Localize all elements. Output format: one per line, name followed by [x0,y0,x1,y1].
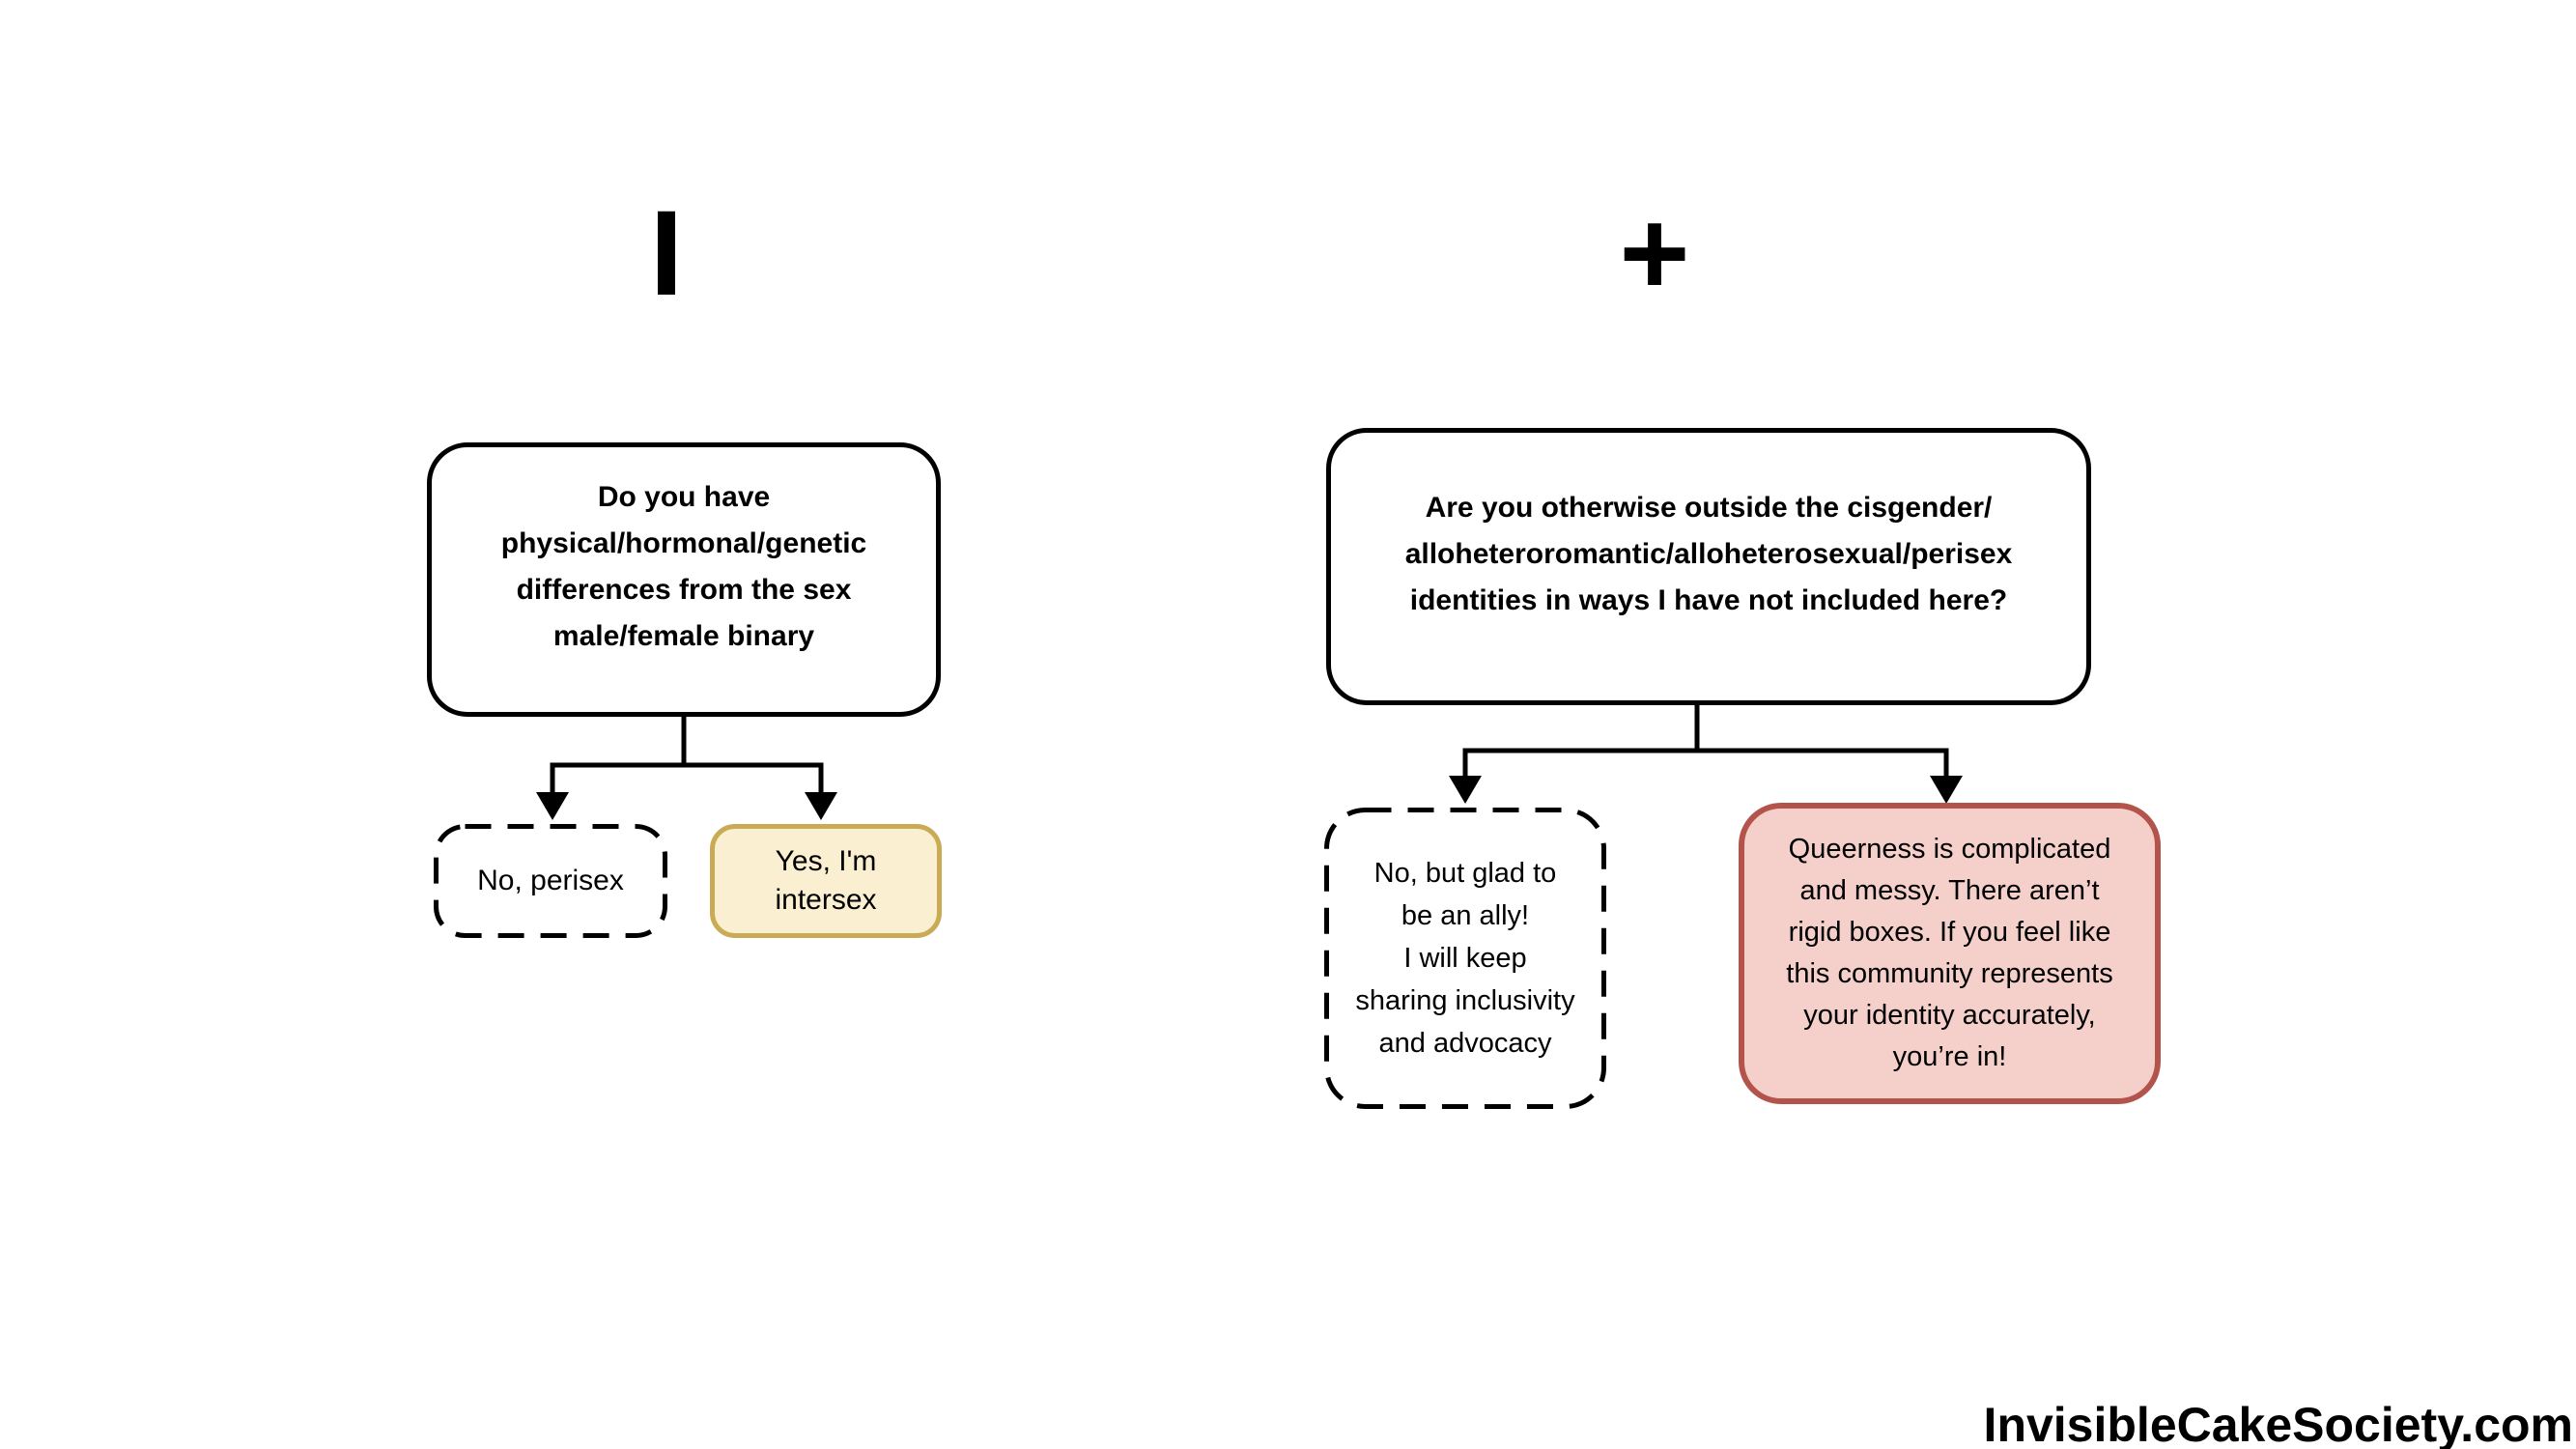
arrowhead-yes-intersex [805,792,837,820]
right-tree-connectors [1462,703,1949,779]
arrowhead-yes-queer [1930,776,1963,804]
answer-box-yes-queer: Queerness is complicated and messy. Ther… [1739,803,2161,1104]
answer-box-yes-intersex: Yes, I'm intersex [710,824,942,938]
answer-line: sharing inclusivity [1355,985,1575,1016]
question-line: Are you otherwise outside the cisgender/ [1425,491,1993,524]
answer-line: you’re in! [1892,1041,2007,1072]
question-box-queer: Are you otherwise outside the cisgender/… [1326,428,2091,705]
right-tree-arrowheads [1449,776,1963,804]
answer-line: No, but glad to [1373,858,1557,889]
answer-line: intersex [775,884,877,916]
right-branch-line [1462,748,1949,779]
answer-line: Yes, I'm [775,845,877,877]
no-ally-box-outline [1324,808,1606,1109]
section-label-plus: + [1619,185,1690,321]
question-line: alloheteroromantic/alloheterosexual/peri… [1404,537,2013,570]
question-line: differences from the sex [516,574,852,606]
answer-line: I will keep [1403,943,1527,974]
question-line: identities in ways I have not included h… [1409,583,2008,616]
left-tree-arrowheads [536,792,837,820]
left-tree-connectors [550,715,824,796]
no-perisex-box-outline [434,824,667,938]
answer-line: be an ally! [1401,900,1530,931]
answer-line: and messy. There aren’t [1799,875,2100,906]
answer-line: No, perisex [477,865,624,896]
arrowhead-no-ally [1449,776,1482,804]
answer-box-no-perisex: No, perisex [434,824,667,938]
question-line: male/female binary [552,620,815,652]
question-line: physical/hormonal/genetic [500,527,867,559]
answer-line: this community represents [1786,958,2113,989]
answer-line: rigid boxes. If you feel like [1788,917,2111,948]
question-line: Do you have [597,481,771,513]
answer-line: Queerness is complicated [1788,834,2111,865]
arrowhead-no-perisex [536,792,569,820]
section-label-intersex: I [649,185,684,321]
answer-line: your identity accurately, [1803,1000,2096,1031]
left-branch-line [550,762,824,796]
answer-box-no-ally: No, but glad to be an ally! I will keep … [1324,808,1606,1109]
site-watermark: InvisibleCakeSociety.com [1983,1398,2573,1449]
answer-line: and advocacy [1378,1028,1552,1059]
question-box-intersex: Do you have physical/hormonal/genetic di… [427,442,941,717]
